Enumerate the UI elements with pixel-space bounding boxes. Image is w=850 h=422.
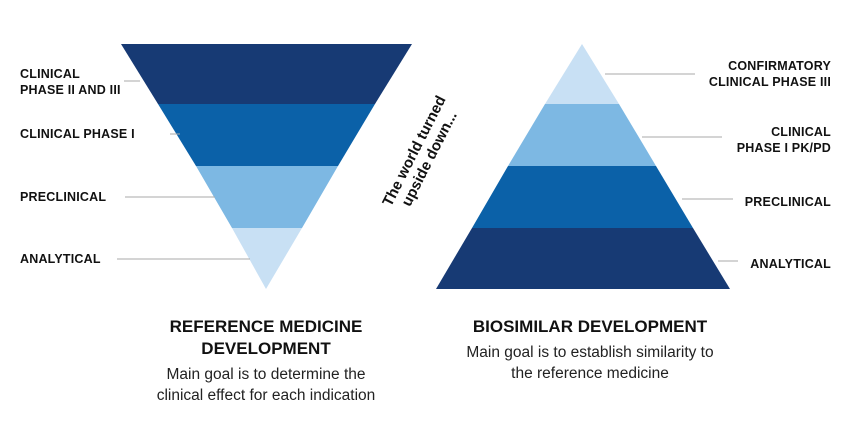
reference-description: Main goal is to determine the clinical e…: [116, 364, 416, 406]
reference-triangle: [121, 44, 412, 289]
ref-label-preclinical: PRECLINICAL: [20, 190, 107, 204]
bio-layer-preclinical: [472, 166, 693, 228]
bio-label-confirmatory-phase-3: CONFIRMATORY CLINICAL PHASE III: [708, 59, 831, 89]
bio-layer-analytical: [436, 228, 730, 289]
ref-label-analytical: ANALYTICAL: [20, 252, 101, 266]
ref-layer-preclinical: [196, 166, 338, 228]
bio-layer-confirmatory-phase-3: [545, 44, 619, 104]
reference-desc-line-2: clinical effect for each indication: [156, 387, 376, 404]
biosimilar-desc-line-2: the reference medicine: [511, 365, 669, 382]
reference-desc-line-1: Main goal is to determine the: [166, 366, 366, 383]
biosimilar-pyramid: [436, 44, 730, 289]
leader-lines: [117, 73, 738, 262]
biosimilar-desc-line-1: Main goal is to establish similarity to: [466, 344, 714, 361]
ref-label-clinical-phase-2-3: CLINICAL PHASE II AND III: [20, 67, 121, 97]
bio-layer-clinical-phase-1: [508, 104, 656, 166]
ref-layer-clinical-phase-1: [158, 104, 375, 166]
biosimilar-description: Main goal is to establish similarity to …: [420, 342, 760, 384]
ref-label-clinical-phase-1: CLINICAL PHASE I: [20, 127, 135, 141]
reference-title: REFERENCE MEDICINE DEVELOPMENT: [116, 316, 416, 360]
biosimilar-title: BIOSIMILAR DEVELOPMENT: [472, 317, 708, 336]
ref-layer-analytical: [232, 228, 302, 289]
bio-label-clinical-phase-1: CLINICAL PHASE I PK/PD: [736, 125, 831, 155]
ref-layer-clinical-phase-2-3: [121, 44, 412, 104]
bio-label-preclinical: PRECLINICAL: [744, 195, 831, 209]
reference-title-line-2: DEVELOPMENT: [201, 339, 331, 358]
bio-label-analytical: ANALYTICAL: [750, 257, 831, 271]
reference-title-line-1: REFERENCE MEDICINE: [169, 317, 363, 336]
